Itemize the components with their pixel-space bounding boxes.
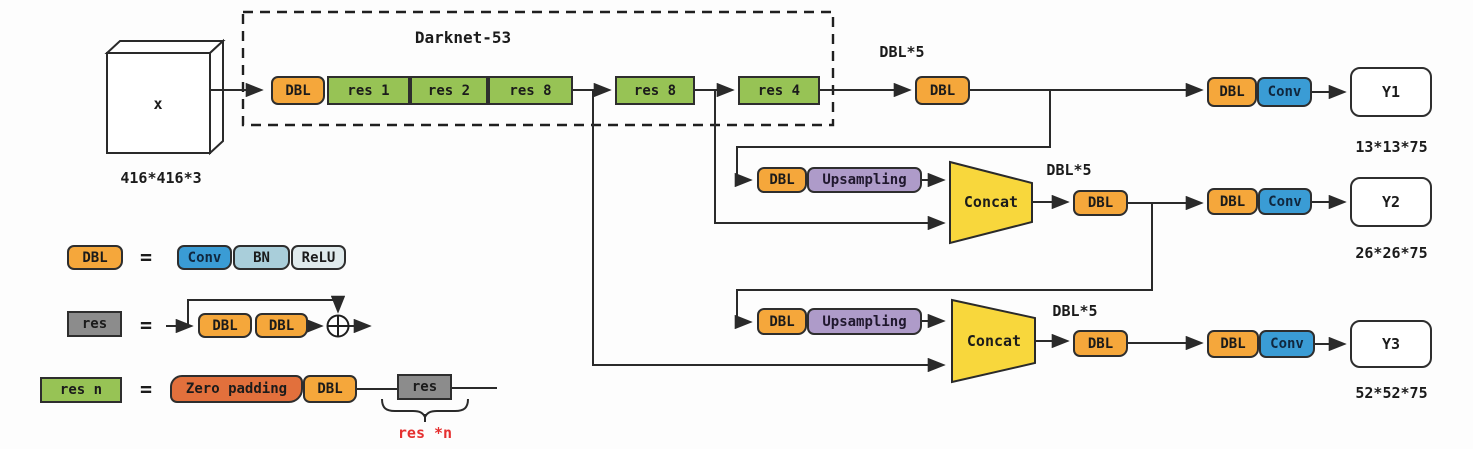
darknet53-title: Darknet-53 [414, 28, 512, 47]
head3-conv-badge: Conv [1259, 330, 1315, 358]
y2-box: Y2 [1350, 177, 1432, 227]
darknet53-dashed-box [241, 10, 835, 127]
backbone-res8b-block: res 8 [615, 76, 695, 105]
legend-resn-term-badge: res n [40, 377, 122, 403]
legend-eq-3: = [139, 377, 153, 401]
legend-dbl-term-badge: DBL [67, 245, 123, 270]
concat1-shape [949, 160, 1033, 245]
neck3-dbl-badge: DBL [1073, 330, 1128, 357]
legend-resn-res-badge: res [397, 374, 452, 400]
neck2-dbl-badge: DBL [1073, 190, 1128, 216]
y1-box: Y1 [1350, 67, 1432, 117]
branch2-dbl-badge: DBL [757, 167, 807, 193]
dbl5-label-3: DBL*5 [1052, 302, 1098, 320]
backbone-res1-block: res 1 [327, 76, 410, 105]
backbone-dbl-badge: DBL [271, 76, 325, 105]
legend-res-skip-wire [187, 295, 346, 326]
legend-zero-padding-badge: Zero padding [170, 375, 303, 403]
neck1-dbl-badge: DBL [915, 76, 970, 105]
legend-bn-badge: BN [233, 245, 290, 270]
head1-dbl-badge: DBL [1207, 77, 1257, 107]
y2-size-label: 26*26*75 [1355, 244, 1428, 262]
y3-box: Y3 [1350, 320, 1432, 368]
head1-conv-badge: Conv [1257, 77, 1312, 107]
backbone-res4-block: res 4 [738, 76, 820, 105]
add-icon [326, 314, 350, 338]
backbone-res2-block: res 2 [410, 76, 488, 105]
concat2-label: Concat [966, 332, 1022, 350]
wire-res8b-skip-to-concat1 [714, 90, 946, 231]
legend-resn-note: res *n [397, 424, 453, 442]
dbl5-label-2: DBL*5 [1046, 161, 1092, 179]
concat1-label: Concat [963, 193, 1019, 211]
branch3-upsampling-badge: Upsampling [807, 308, 922, 335]
head2-conv-badge: Conv [1258, 188, 1312, 215]
legend-res-dbl2-badge: DBL [255, 313, 308, 338]
dbl5-label-1: DBL*5 [879, 43, 925, 61]
legend-res-dbl1-badge: DBL [198, 313, 252, 338]
wire-branch2-feed [734, 90, 1051, 188]
input-label: x [153, 95, 163, 113]
wire-res8a-skip-to-concat2 [592, 90, 946, 373]
input-size-label: 416*416*3 [120, 169, 202, 187]
branch2-upsampling-badge: Upsampling [807, 167, 922, 193]
concat2-shape [951, 298, 1036, 384]
y3-size-label: 52*52*75 [1355, 384, 1428, 402]
y1-size-label: 13*13*75 [1355, 138, 1428, 156]
legend-resn-dbl-badge: DBL [303, 375, 357, 403]
backbone-res8a-block: res 8 [488, 76, 573, 105]
legend-eq-2: = [139, 313, 153, 337]
legend-conv-badge: Conv [177, 245, 232, 270]
head2-dbl-badge: DBL [1207, 188, 1258, 215]
legend-eq-1: = [139, 245, 153, 269]
wire-branch3-feed [734, 203, 1153, 330]
input-cube [104, 38, 226, 156]
head3-dbl-badge: DBL [1207, 330, 1259, 358]
legend-relu-badge: ReLU [291, 245, 346, 270]
legend-res-term-badge: res [67, 311, 122, 337]
branch3-dbl-badge: DBL [757, 308, 807, 335]
